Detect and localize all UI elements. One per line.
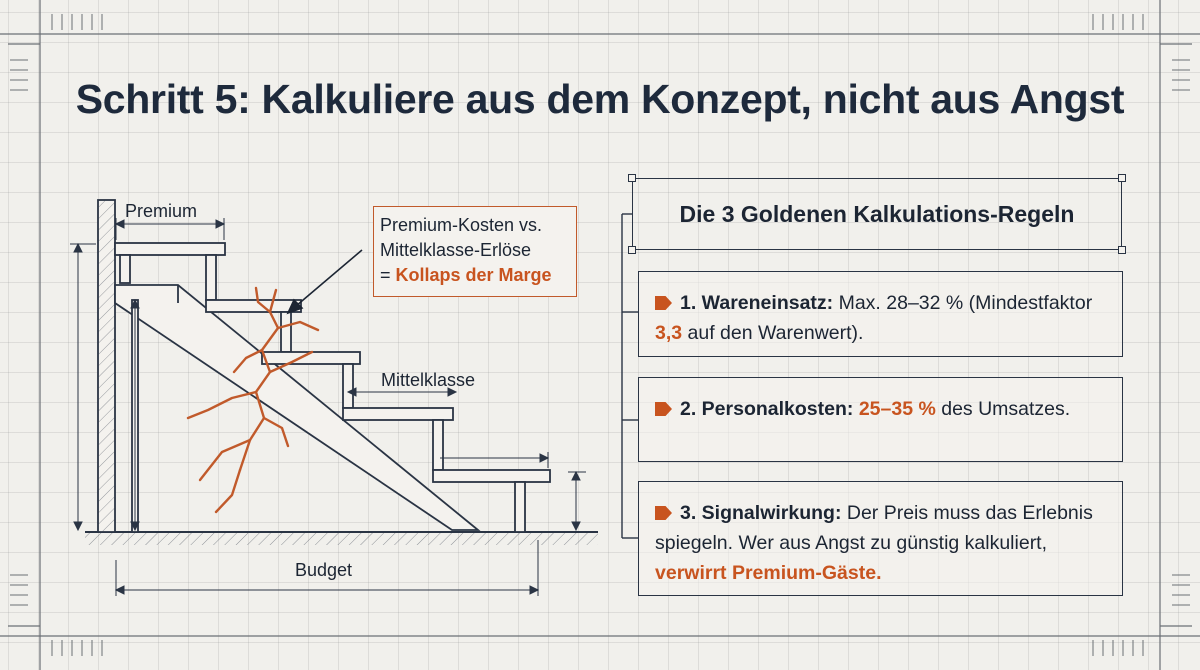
selection-handle: [628, 246, 636, 254]
rule-label: 1. Wareneinsatz:: [680, 292, 834, 314]
callout-arrow: [286, 249, 363, 315]
dimension-lines: [70, 218, 586, 596]
callout-line-2: Mittelklasse-Erlöse: [380, 240, 532, 260]
selection-handle: [628, 174, 636, 182]
selection-handle: [1118, 174, 1126, 182]
crack-lines: [186, 286, 320, 514]
rule-item: 3. Signalwirkung: Der Preis muss das Erl…: [638, 481, 1123, 596]
callout-prefix: =: [380, 265, 396, 285]
rule-item: 2. Personalkosten: 25–35 % des Umsatzes.: [638, 377, 1123, 462]
label-budget: Budget: [295, 560, 352, 580]
arrow-marker-icon: [655, 506, 672, 520]
wall: [97, 199, 116, 533]
rule-accent: verwirrt Premium-Gäste.: [655, 562, 882, 584]
callout-line-1: Premium-Kosten vs.: [380, 215, 543, 235]
rule-text: des Umsatzes.: [935, 398, 1071, 420]
callout-line-3: = Kollaps der Marge: [380, 263, 570, 288]
callout-box: Premium-Kosten vs. Mittelklasse-Erlöse =…: [373, 206, 577, 297]
callout-accent: Kollaps der Marge: [395, 265, 552, 285]
rule-item: 1. Wareneinsatz: Max. 28–32 % (Mindestfa…: [638, 271, 1123, 357]
rule-label: 2. Personalkosten:: [680, 398, 854, 420]
ground-line: [85, 531, 598, 545]
rule-accent: 25–35 %: [858, 398, 936, 420]
rule-label: 3. Signalwirkung:: [680, 502, 842, 524]
rules-heading: Die 3 Goldenen Kalkulations-Regeln: [632, 178, 1122, 250]
rule-text: auf den Warenwert).: [682, 322, 864, 344]
rules-heading-text: Die 3 Goldenen Kalkulations-Regeln: [679, 200, 1075, 227]
selection-handle: [1118, 246, 1126, 254]
label-mittelklasse: Mittelklasse: [381, 370, 475, 390]
arrow-marker-icon: [655, 296, 672, 310]
arrow-marker-icon: [655, 402, 672, 416]
label-premium: Premium: [125, 201, 197, 221]
rule-text: Der Preis muss das Erlebnis spiegeln. We…: [655, 502, 1093, 554]
rule-accent: 3,3: [655, 322, 683, 344]
rule-text: Max. 28–32 % (Mindestfaktor: [833, 292, 1093, 314]
stair-structure: [114, 242, 551, 533]
page-title: Schritt 5: Kalkuliere aus dem Konzept, n…: [75, 76, 1125, 122]
